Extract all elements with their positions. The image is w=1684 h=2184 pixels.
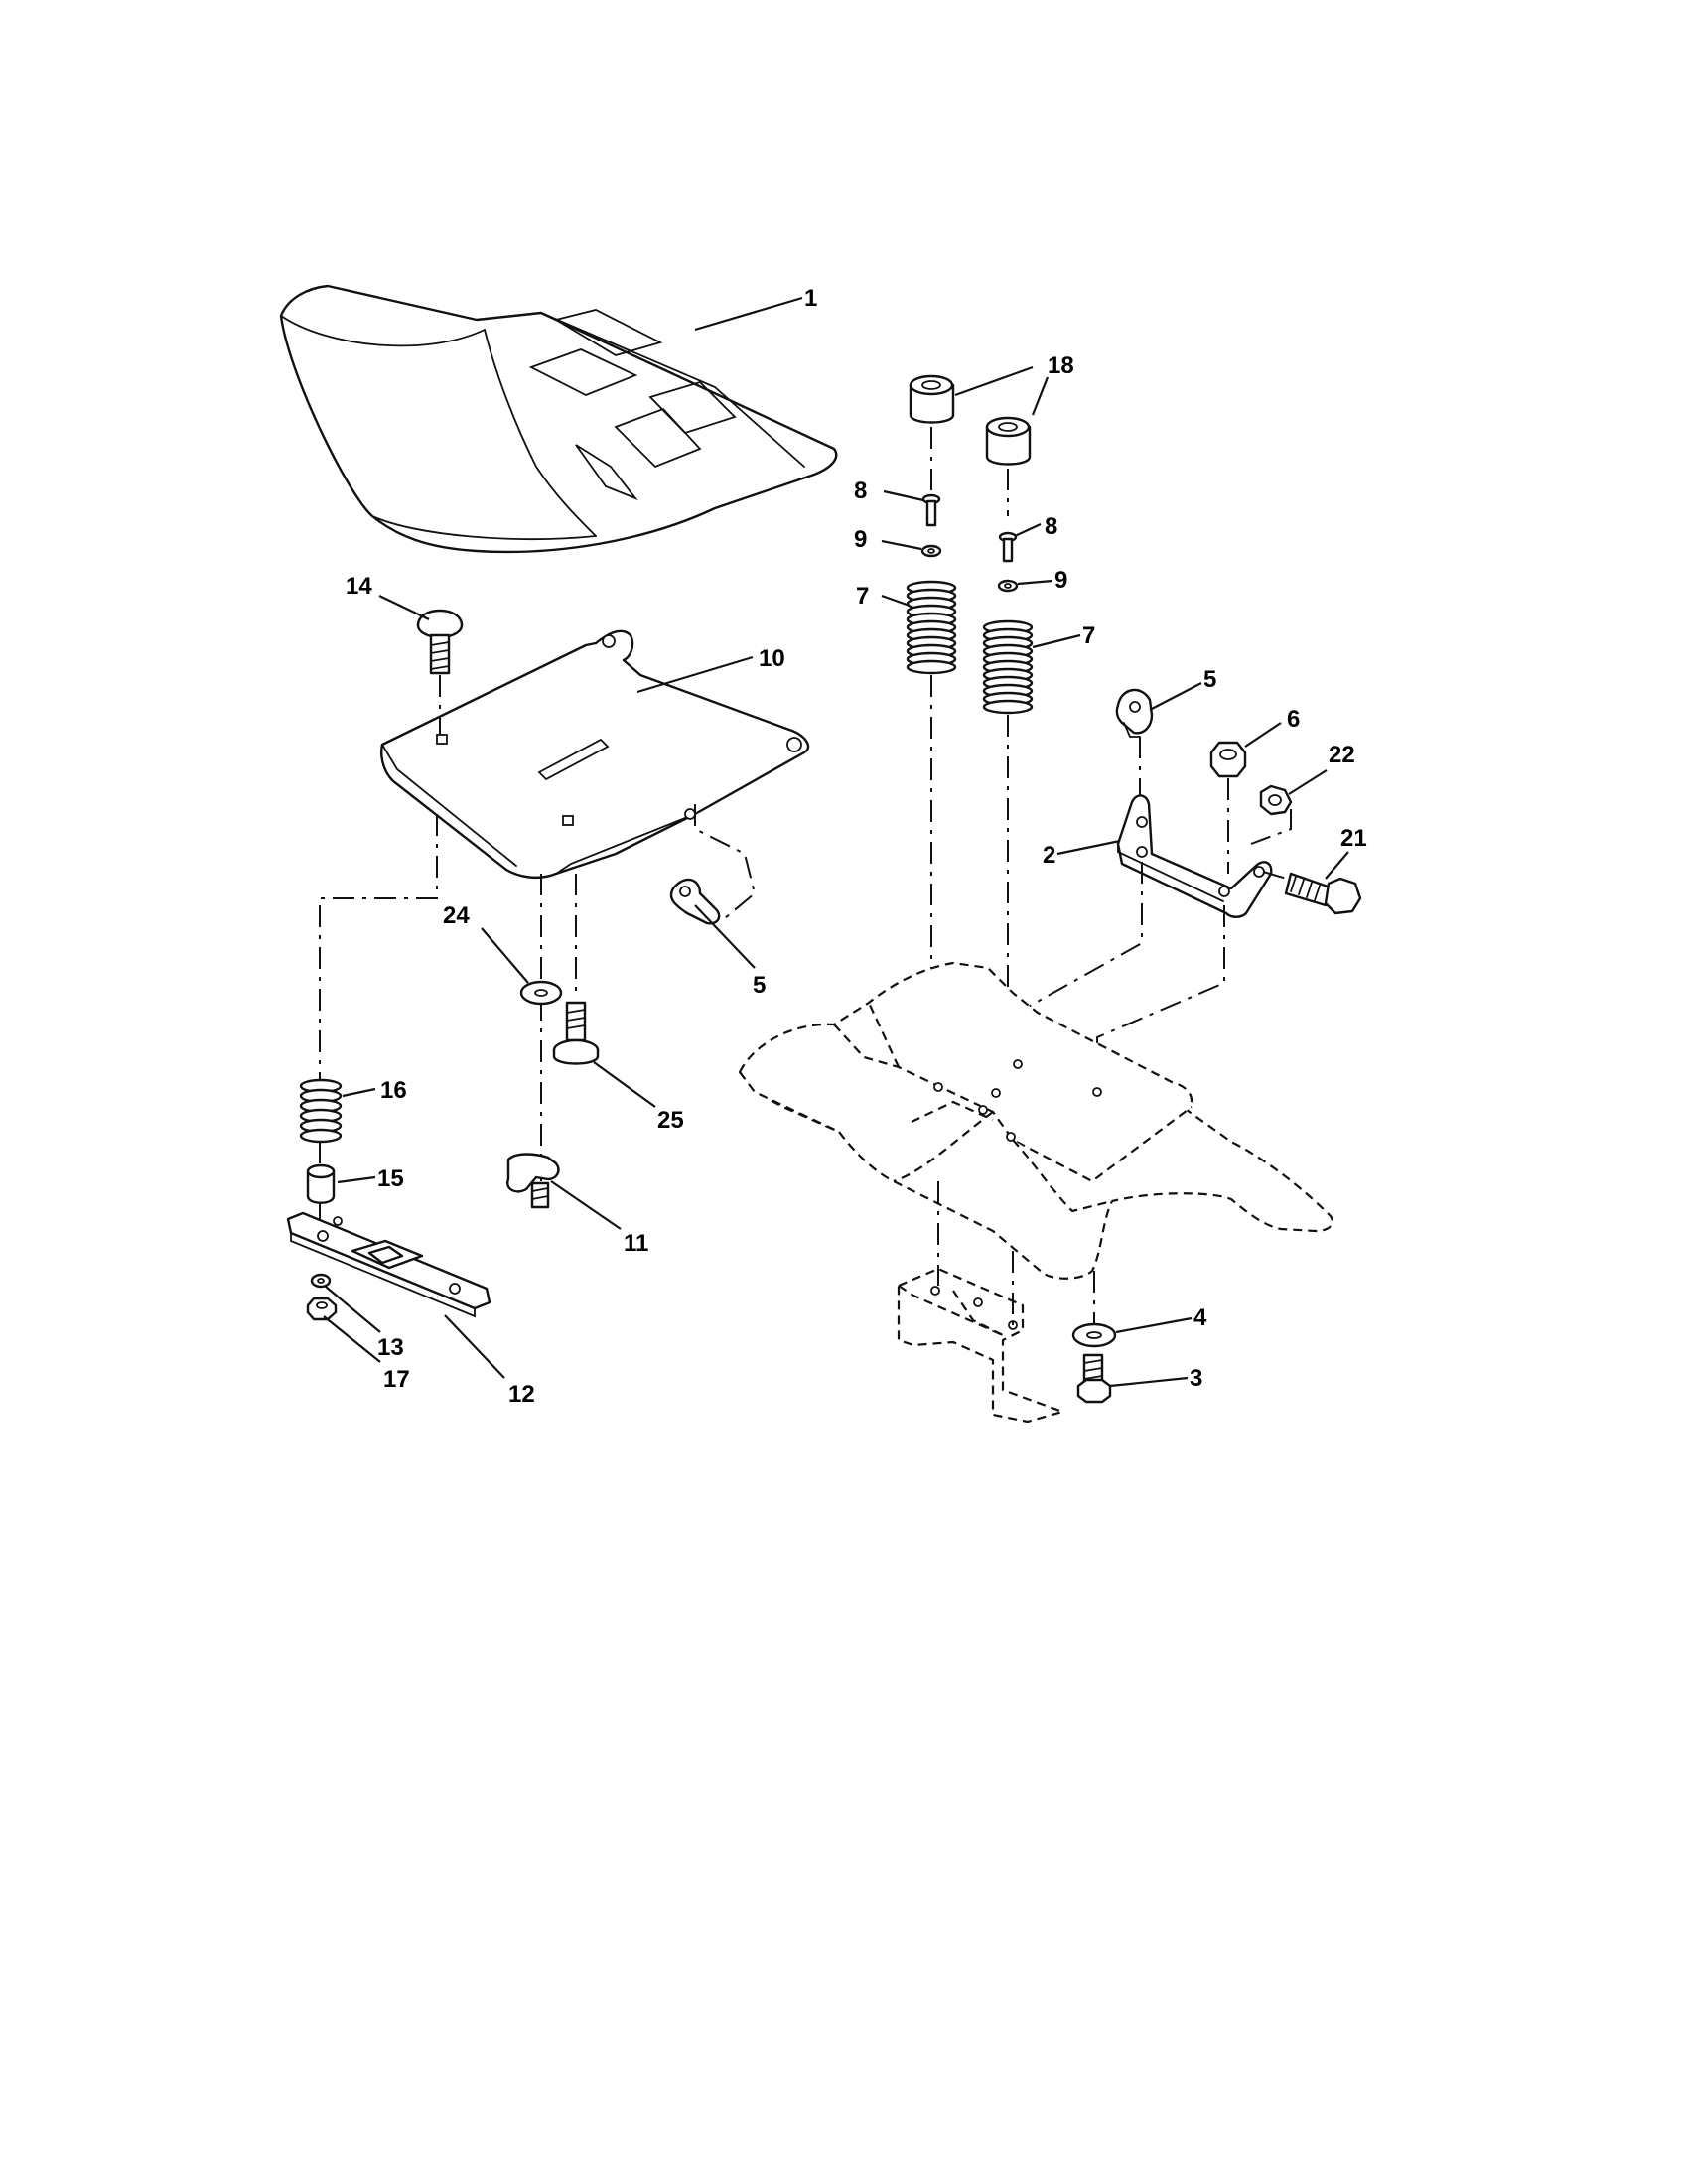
callout-8-right: 8 bbox=[1045, 513, 1057, 540]
frame-reference bbox=[738, 961, 1333, 1280]
carriage-bolt bbox=[416, 609, 464, 675]
lock-washer bbox=[310, 1273, 332, 1289]
callout-3: 3 bbox=[1190, 1365, 1202, 1392]
callout-9-left: 9 bbox=[854, 526, 867, 553]
shoulder-bolt bbox=[552, 1001, 600, 1065]
callout-9-right: 9 bbox=[1054, 567, 1067, 594]
callout-4: 4 bbox=[1193, 1304, 1207, 1331]
callout-21: 21 bbox=[1340, 825, 1367, 852]
hex-bolt bbox=[1284, 872, 1362, 915]
lower-mount-reference bbox=[897, 1267, 1064, 1424]
spring-right bbox=[982, 619, 1034, 715]
callout-8-left: 8 bbox=[854, 478, 867, 504]
callout-12: 12 bbox=[508, 1381, 535, 1408]
hex-nut bbox=[1259, 784, 1293, 816]
callout-7-left: 7 bbox=[856, 583, 869, 610]
bolt-right bbox=[998, 531, 1018, 563]
seat bbox=[279, 284, 838, 554]
callout-15: 15 bbox=[377, 1165, 404, 1192]
washer-9-left bbox=[920, 544, 942, 558]
bolt-left bbox=[921, 493, 941, 527]
callout-5-right: 5 bbox=[1203, 666, 1216, 693]
clip-left bbox=[669, 878, 721, 925]
callout-24: 24 bbox=[443, 902, 470, 929]
cap-screw bbox=[1076, 1353, 1112, 1404]
flat-washer bbox=[1071, 1322, 1117, 1348]
slide-plate bbox=[286, 1211, 491, 1318]
lock-nut bbox=[1209, 741, 1247, 778]
callout-11: 11 bbox=[624, 1230, 648, 1257]
spring-left bbox=[906, 580, 957, 675]
callout-25: 25 bbox=[657, 1107, 684, 1134]
callout-22: 22 bbox=[1329, 742, 1355, 768]
clip-right bbox=[1115, 688, 1154, 738]
callout-2: 2 bbox=[1043, 842, 1055, 869]
callout-10: 10 bbox=[759, 645, 785, 672]
nut-17 bbox=[306, 1297, 338, 1321]
callout-16: 16 bbox=[380, 1077, 407, 1104]
washer bbox=[519, 980, 563, 1006]
callout-1: 1 bbox=[804, 285, 817, 312]
callout-14: 14 bbox=[346, 573, 372, 600]
bumper-left bbox=[909, 374, 955, 424]
bracket bbox=[1116, 794, 1273, 918]
knob bbox=[506, 1153, 560, 1209]
callout-18: 18 bbox=[1048, 352, 1074, 379]
callout-5-left: 5 bbox=[753, 972, 766, 999]
spring-small bbox=[299, 1078, 343, 1144]
callout-6: 6 bbox=[1287, 706, 1300, 733]
callout-13: 13 bbox=[377, 1334, 404, 1361]
spacer bbox=[306, 1163, 336, 1204]
callout-7-right: 7 bbox=[1082, 622, 1095, 649]
bumper-right bbox=[985, 416, 1032, 466]
washer-9-right bbox=[997, 579, 1019, 593]
callout-17: 17 bbox=[383, 1366, 410, 1393]
seat-pan bbox=[380, 629, 810, 880]
